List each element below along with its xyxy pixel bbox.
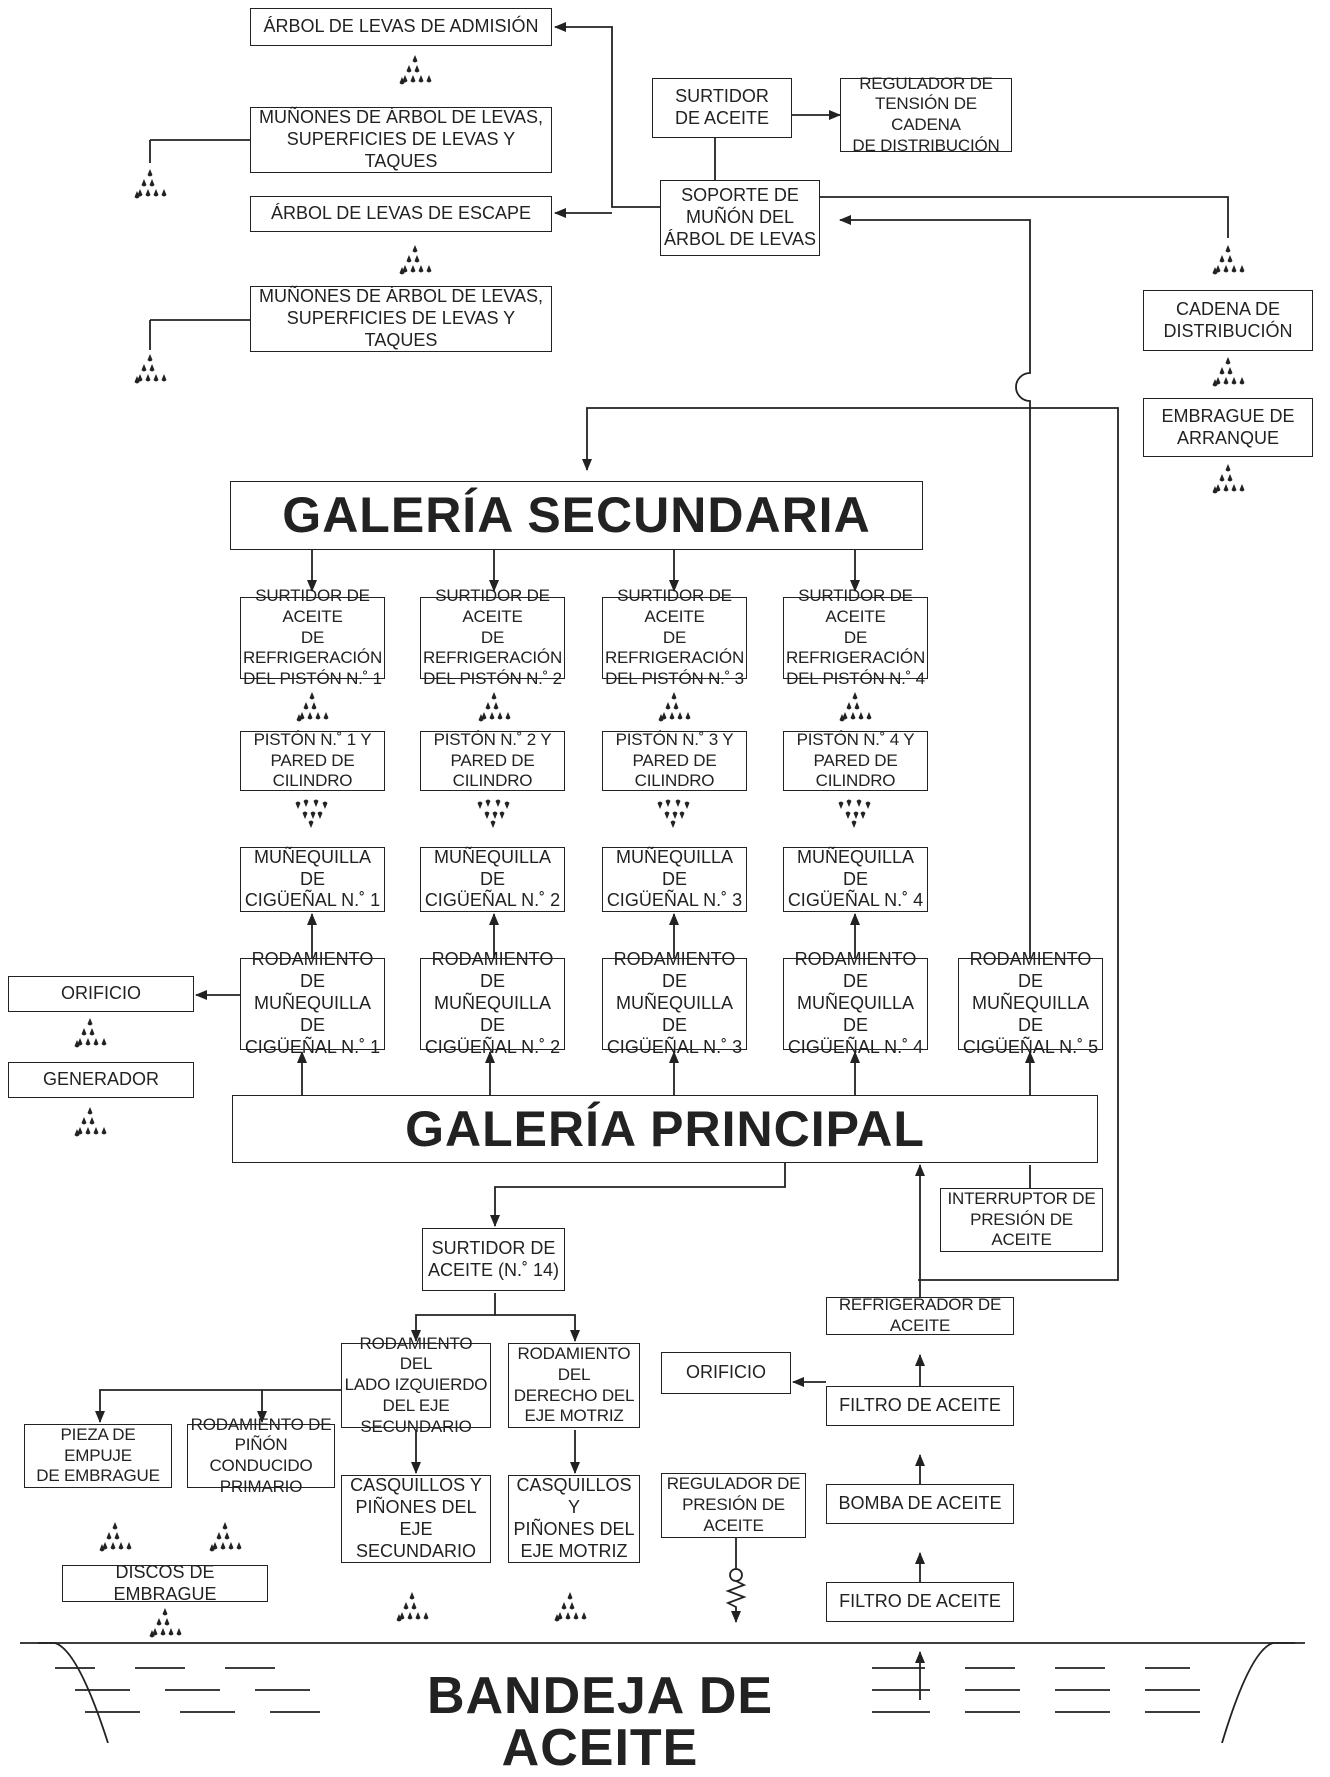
oil-drip-icon <box>149 1608 182 1638</box>
arbol-levas-escape: ÁRBOL DE LEVAS DE ESCAPE <box>250 196 552 232</box>
bomba-aceite: BOMBA DE ACEITE <box>826 1484 1014 1524</box>
pieza-empuje-embrague: PIEZA DE EMPUJE DE EMBRAGUE <box>24 1424 172 1488</box>
filtro-aceite-inferior: FILTRO DE ACEITE <box>826 1582 1014 1622</box>
oil-drip-icon <box>478 692 511 722</box>
casquillos-eje-motriz: CASQUILLOS Y PIÑONES DEL EJE MOTRIZ <box>508 1475 640 1563</box>
oil-drip-icon <box>399 245 432 275</box>
cadena-distribucion: CADENA DE DISTRIBUCIÓN <box>1143 290 1313 351</box>
oil-drip-icon <box>295 799 328 828</box>
refrigerador-aceite: REFRIGERADOR DE ACEITE <box>826 1295 1014 1335</box>
surtidor-refrigeracion-piston-4: SURTIDOR DE ACEITE DE REFRIGERACIÓN DEL … <box>783 586 928 688</box>
rodamiento-munequilla-4: RODAMIENTO DE MUÑEQUILLA DE CIGÜEÑAL N.˚… <box>783 949 928 1057</box>
oil-drip-icon <box>1212 245 1245 275</box>
oil-drip-icon <box>99 1522 132 1552</box>
munequilla-ciguenal-3: MUÑEQUILLA DE CIGÜEÑAL N.˚ 3 <box>602 847 747 912</box>
orificio-generador: ORIFICIO <box>8 976 194 1012</box>
oil-drip-icon <box>134 169 167 199</box>
piston-3-pared-cilindro: PISTÓN N.˚ 3 Y PARED DE CILINDRO <box>602 730 747 791</box>
oil-drip-icon <box>74 1018 107 1048</box>
regulador-presion-aceite: REGULADOR DE PRESIÓN DE ACEITE <box>661 1473 806 1538</box>
oil-drip-icon <box>134 354 167 384</box>
generador: GENERADOR <box>8 1062 194 1098</box>
bandeja-aceite: BANDEJA DE ACEITE <box>340 1670 860 1774</box>
rodamiento-eje-motriz: RODAMIENTO DEL DERECHO DEL EJE MOTRIZ <box>508 1343 640 1428</box>
oil-drip-icon <box>1212 357 1245 387</box>
oil-drip-icon <box>477 799 510 828</box>
surtidor-refrigeracion-piston-2: SURTIDOR DE ACEITE DE REFRIGERACIÓN DEL … <box>420 586 565 688</box>
oil-drip-icon <box>839 692 872 722</box>
munones-arbol-levas-admision: MUÑONES DE ÁRBOL DE LEVAS, SUPERFICIES D… <box>250 107 552 173</box>
surtidor-aceite-superior: SURTIDOR DE ACEITE <box>652 78 792 138</box>
munequilla-ciguenal-1: MUÑEQUILLA DE CIGÜEÑAL N.˚ 1 <box>240 847 385 912</box>
orificio-filtro: ORIFICIO <box>661 1352 791 1394</box>
filtro-aceite-superior: FILTRO DE ACEITE <box>826 1386 1014 1426</box>
oil-drip-icon <box>209 1522 242 1552</box>
embrague-arranque: EMBRAGUE DE ARRANQUE <box>1143 398 1313 457</box>
oil-drip-icon <box>658 692 691 722</box>
oil-drip-icon <box>399 55 432 85</box>
piston-4-pared-cilindro: PISTÓN N.˚ 4 Y PARED DE CILINDRO <box>783 730 928 791</box>
surtidor-refrigeracion-piston-1: SURTIDOR DE ACEITE DE REFRIGERACIÓN DEL … <box>240 586 385 688</box>
rodamiento-munequilla-3: RODAMIENTO DE MUÑEQUILLA DE CIGÜEÑAL N.˚… <box>602 949 747 1057</box>
oil-drip-icon <box>1212 464 1245 494</box>
rodamiento-eje-secundario: RODAMIENTO DEL LADO IZQUIERDO DEL EJE SE… <box>341 1334 491 1436</box>
rodamiento-pinon-conducido: RODAMIENTO DE PIÑÓN CONDUCIDO PRIMARIO <box>187 1415 335 1496</box>
galeria-secundaria: GALERÍA SECUNDARIA <box>230 481 923 550</box>
munones-arbol-levas-escape: MUÑONES DE ÁRBOL DE LEVAS, SUPERFICIES D… <box>250 286 552 352</box>
oil-drip-icon <box>838 799 871 828</box>
regulador-tension-cadena: REGULADOR DE TENSIÓN DE CADENA DE DISTRI… <box>840 74 1012 155</box>
galeria-principal: GALERÍA PRINCIPAL <box>232 1095 1098 1163</box>
discos-embrague: DISCOS DE EMBRAGUE <box>62 1562 268 1604</box>
oil-drip-icon <box>74 1107 107 1137</box>
rodamiento-munequilla-2: RODAMIENTO DE MUÑEQUILLA DE CIGÜEÑAL N.˚… <box>420 949 565 1057</box>
rodamiento-munequilla-5: RODAMIENTO DE MUÑEQUILLA DE CIGÜEÑAL N.˚… <box>958 949 1103 1057</box>
oil-drip-icon <box>296 692 329 722</box>
rodamiento-munequilla-1: RODAMIENTO DE MUÑEQUILLA DE CIGÜEÑAL N.˚… <box>240 949 385 1057</box>
oil-drip-icon <box>396 1592 429 1622</box>
surtidor-refrigeracion-piston-3: SURTIDOR DE ACEITE DE REFRIGERACIÓN DEL … <box>602 586 747 688</box>
oil-drip-icon <box>657 799 690 828</box>
arbol-levas-admision: ÁRBOL DE LEVAS DE ADMISIÓN <box>250 8 552 46</box>
casquillos-eje-secundario: CASQUILLOS Y PIÑONES DEL EJE SECUNDARIO <box>341 1475 491 1563</box>
munequilla-ciguenal-4: MUÑEQUILLA DE CIGÜEÑAL N.˚ 4 <box>783 847 928 912</box>
oil-drip-icon <box>554 1592 587 1622</box>
surtidor-aceite-14: SURTIDOR DE ACEITE (N.˚ 14) <box>422 1228 565 1291</box>
interruptor-presion-aceite: INTERRUPTOR DE PRESIÓN DE ACEITE <box>940 1188 1103 1252</box>
soporte-munon-arbol-levas: SOPORTE DE MUÑÓN DEL ÁRBOL DE LEVAS <box>660 180 820 256</box>
piston-1-pared-cilindro: PISTÓN N.˚ 1 Y PARED DE CILINDRO <box>240 730 385 791</box>
munequilla-ciguenal-2: MUÑEQUILLA DE CIGÜEÑAL N.˚ 2 <box>420 847 565 912</box>
piston-2-pared-cilindro: PISTÓN N.˚ 2 Y PARED DE CILINDRO <box>420 730 565 791</box>
